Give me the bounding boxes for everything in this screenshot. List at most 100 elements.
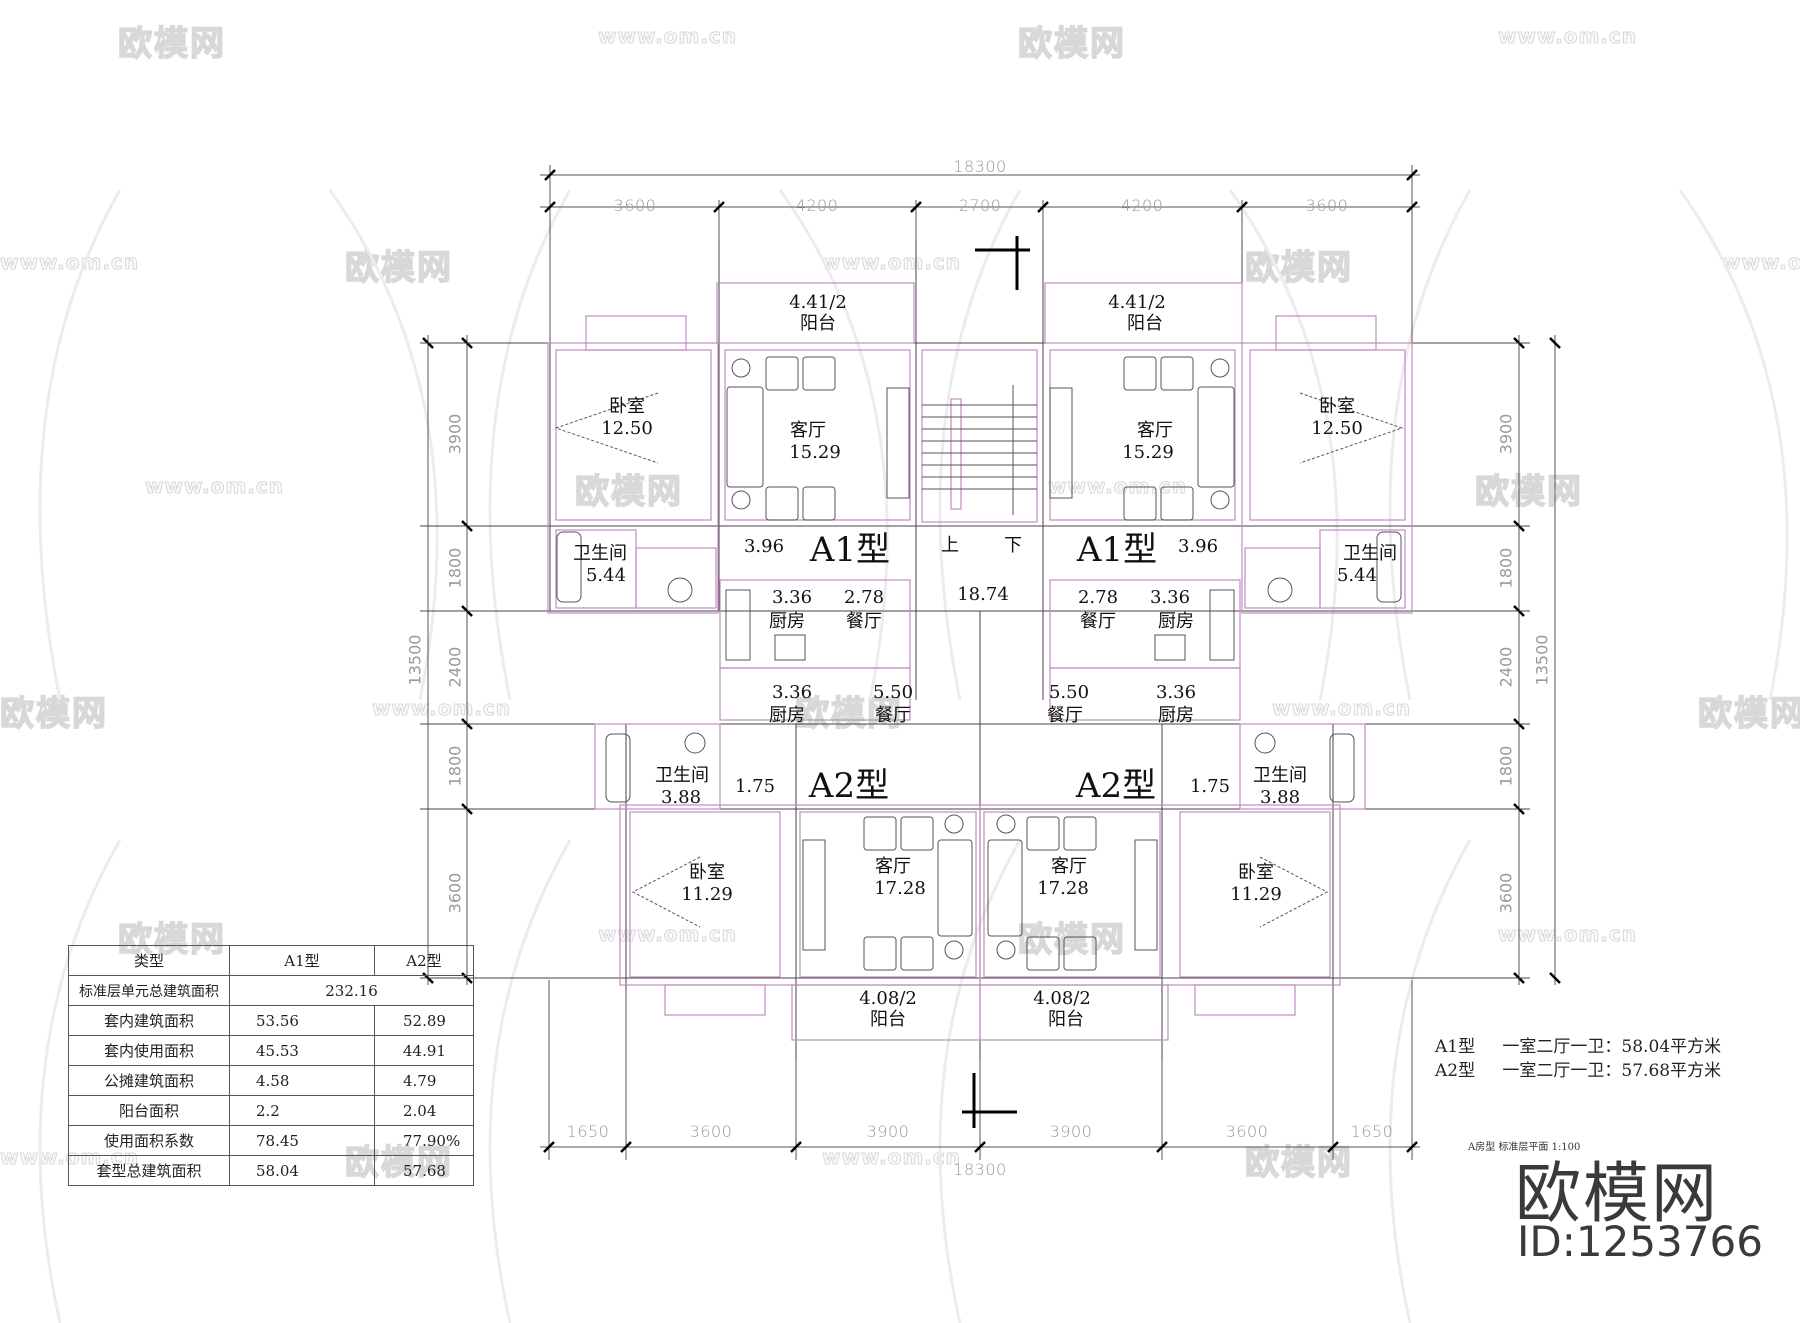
balcony-label: 阳台 — [800, 313, 836, 334]
unit-type-tag: A1型 — [809, 530, 891, 570]
dining-label: 餐厅 — [1080, 611, 1116, 632]
table-row: 公摊建筑面积 4.58 4.79 — [68, 1065, 474, 1096]
balcony-area: 4.41/2 — [789, 292, 847, 313]
bath-label: 卫生间 — [1343, 543, 1397, 564]
table-cell-a1: 53.56 — [229, 1005, 375, 1036]
table-row: 套型总建筑面积 58.04 57.68 — [68, 1155, 474, 1186]
watermark-logo: 欧模网 — [117, 23, 226, 65]
table-header: A1型 — [229, 945, 375, 976]
legend-type: A2型 — [1435, 1061, 1476, 1081]
watermark-url: www.om.cn — [371, 696, 512, 721]
watermark-logo: 欧模网 — [1244, 247, 1353, 289]
watermark-url: www.om.cn — [597, 922, 738, 947]
watermark-logo: 欧模网 — [794, 693, 903, 735]
balcony-label: 阳台 — [870, 1009, 906, 1030]
hall-area: 1.75 — [1189, 776, 1231, 797]
legend-desc: 一室二厅一卫：57.68平方米 — [1502, 1061, 1722, 1081]
dim-left-total: 13500 — [405, 634, 425, 686]
legend-type: A1型 — [1435, 1037, 1476, 1057]
watermark-url: www.om.cn — [1047, 474, 1188, 499]
dining-label: 餐厅 — [875, 705, 911, 726]
bedroom-label: 卧室 — [689, 862, 725, 883]
living-area: 17.28 — [1037, 878, 1089, 899]
hall-area: 3.96 — [1177, 536, 1219, 557]
unit-type-tag: A2型 — [1075, 766, 1157, 806]
dim-bottom-seg: 1650 — [566, 1122, 610, 1141]
watermark-logo: 欧模网 — [1017, 23, 1126, 65]
watermark-logo: 欧模网 — [1017, 919, 1126, 961]
legend-row-a1: A1型 一室二厅一卫：58.04平方米 — [1435, 1035, 1721, 1059]
bedroom-label: 卧室 — [609, 396, 645, 417]
table-row: 套内使用面积 45.53 44.91 — [68, 1035, 474, 1066]
dim-bottom-seg: 3600 — [1225, 1122, 1269, 1141]
watermark-url: www.om.cn — [1497, 24, 1638, 49]
area-table: 类型 A1型 A2型 标准层单元总建筑面积 232.16 套内建筑面积 53.5… — [68, 945, 474, 1186]
table-cell-label: 阳台面积 — [68, 1095, 230, 1126]
table-cell-a2: 2.04 — [374, 1095, 474, 1126]
table-cell-a1: 78.45 — [229, 1125, 375, 1156]
balcony-area: 4.41/2 — [1108, 292, 1166, 313]
dim-right-seg: 3600 — [1496, 872, 1516, 914]
unit-type-tag: A2型 — [808, 766, 890, 806]
table-cell-label: 使用面积系数 — [68, 1125, 230, 1156]
bath-label: 卫生间 — [655, 765, 709, 786]
living-label: 客厅 — [1137, 420, 1173, 441]
kitchen-label: 厨房 — [769, 705, 805, 726]
watermark-url: www.om.cn — [1497, 922, 1638, 947]
dim-right-seg: 3900 — [1496, 413, 1516, 455]
living-area: 15.29 — [789, 442, 841, 463]
dimension-lines — [427, 165, 1556, 1160]
watermark-url: www.om.cn — [144, 474, 285, 499]
balcony-label: 阳台 — [1127, 313, 1163, 334]
kitchen-label: 厨房 — [1158, 705, 1194, 726]
walls — [547, 282, 1413, 1041]
watermark-logo: 欧模网 — [344, 247, 453, 289]
table-cell-a2: 52.89 — [374, 1005, 474, 1036]
bath-area: 5.44 — [1336, 565, 1378, 586]
dim-top-seg: 4200 — [1120, 196, 1164, 215]
unit-legend: A1型 一室二厅一卫：58.04平方米 A2型 一室二厅一卫：57.68平方米 — [1435, 1035, 1721, 1083]
dim-left-seg: 3600 — [445, 872, 465, 914]
watermark-logo: 欧模网 — [574, 471, 683, 513]
table-cell-a1: 4.58 — [229, 1065, 375, 1096]
table-cell-label: 套内使用面积 — [68, 1035, 230, 1066]
watermark-logo: 欧模网 — [1474, 471, 1583, 513]
bedroom-area: 11.29 — [681, 884, 733, 905]
living-area: 15.29 — [1122, 442, 1174, 463]
dim-top-seg: 3600 — [1305, 196, 1349, 215]
table-cell-label: 标准层单元总建筑面积 — [68, 975, 230, 1006]
section-marks — [962, 236, 1030, 1128]
dim-right-seg: 2400 — [1496, 646, 1516, 688]
watermark-url: www.om.cn — [0, 250, 140, 275]
table-cell-label: 公摊建筑面积 — [68, 1065, 230, 1096]
drawing-caption: A房型 标准层平面 1:100 — [1468, 1142, 1581, 1153]
table-cell-a2: 44.91 — [374, 1035, 474, 1066]
living-area: 17.28 — [874, 878, 926, 899]
table-row: 阳台面积 2.2 2.04 — [68, 1095, 474, 1126]
kitchen-label: 厨房 — [769, 611, 805, 632]
bath-area: 5.44 — [585, 565, 627, 586]
watermark-url: www.om.cn — [821, 250, 962, 275]
watermark-logo: 欧模网 — [1697, 693, 1800, 735]
balcony-area: 4.08/2 — [1033, 988, 1091, 1009]
bath-label: 卫生间 — [1253, 765, 1307, 786]
dim-bottom-seg: 3600 — [689, 1122, 733, 1141]
stair-treads — [922, 385, 1037, 515]
table-cell-label: 套内建筑面积 — [68, 1005, 230, 1036]
kitchen-area: 3.36 — [1149, 587, 1191, 608]
living-label: 客厅 — [790, 420, 826, 441]
dim-top-seg: 4200 — [795, 196, 839, 215]
hall-area: 1.75 — [734, 776, 776, 797]
dim-bottom-seg: 3900 — [1049, 1122, 1093, 1141]
table-cell-a1: 45.53 — [229, 1035, 375, 1066]
bath-area: 3.88 — [660, 787, 702, 808]
dim-top-total: 18300 — [953, 157, 1007, 176]
dim-right-seg: 1800 — [1496, 745, 1516, 787]
watermark-logo: 欧模网 — [0, 693, 108, 735]
balcony-label: 阳台 — [1048, 1009, 1084, 1030]
kitchen-label: 厨房 — [1158, 611, 1194, 632]
dim-bottom-seg: 3900 — [866, 1122, 910, 1141]
watermark-arcs — [38, 189, 1789, 1323]
table-cell-a1: 2.2 — [229, 1095, 375, 1126]
